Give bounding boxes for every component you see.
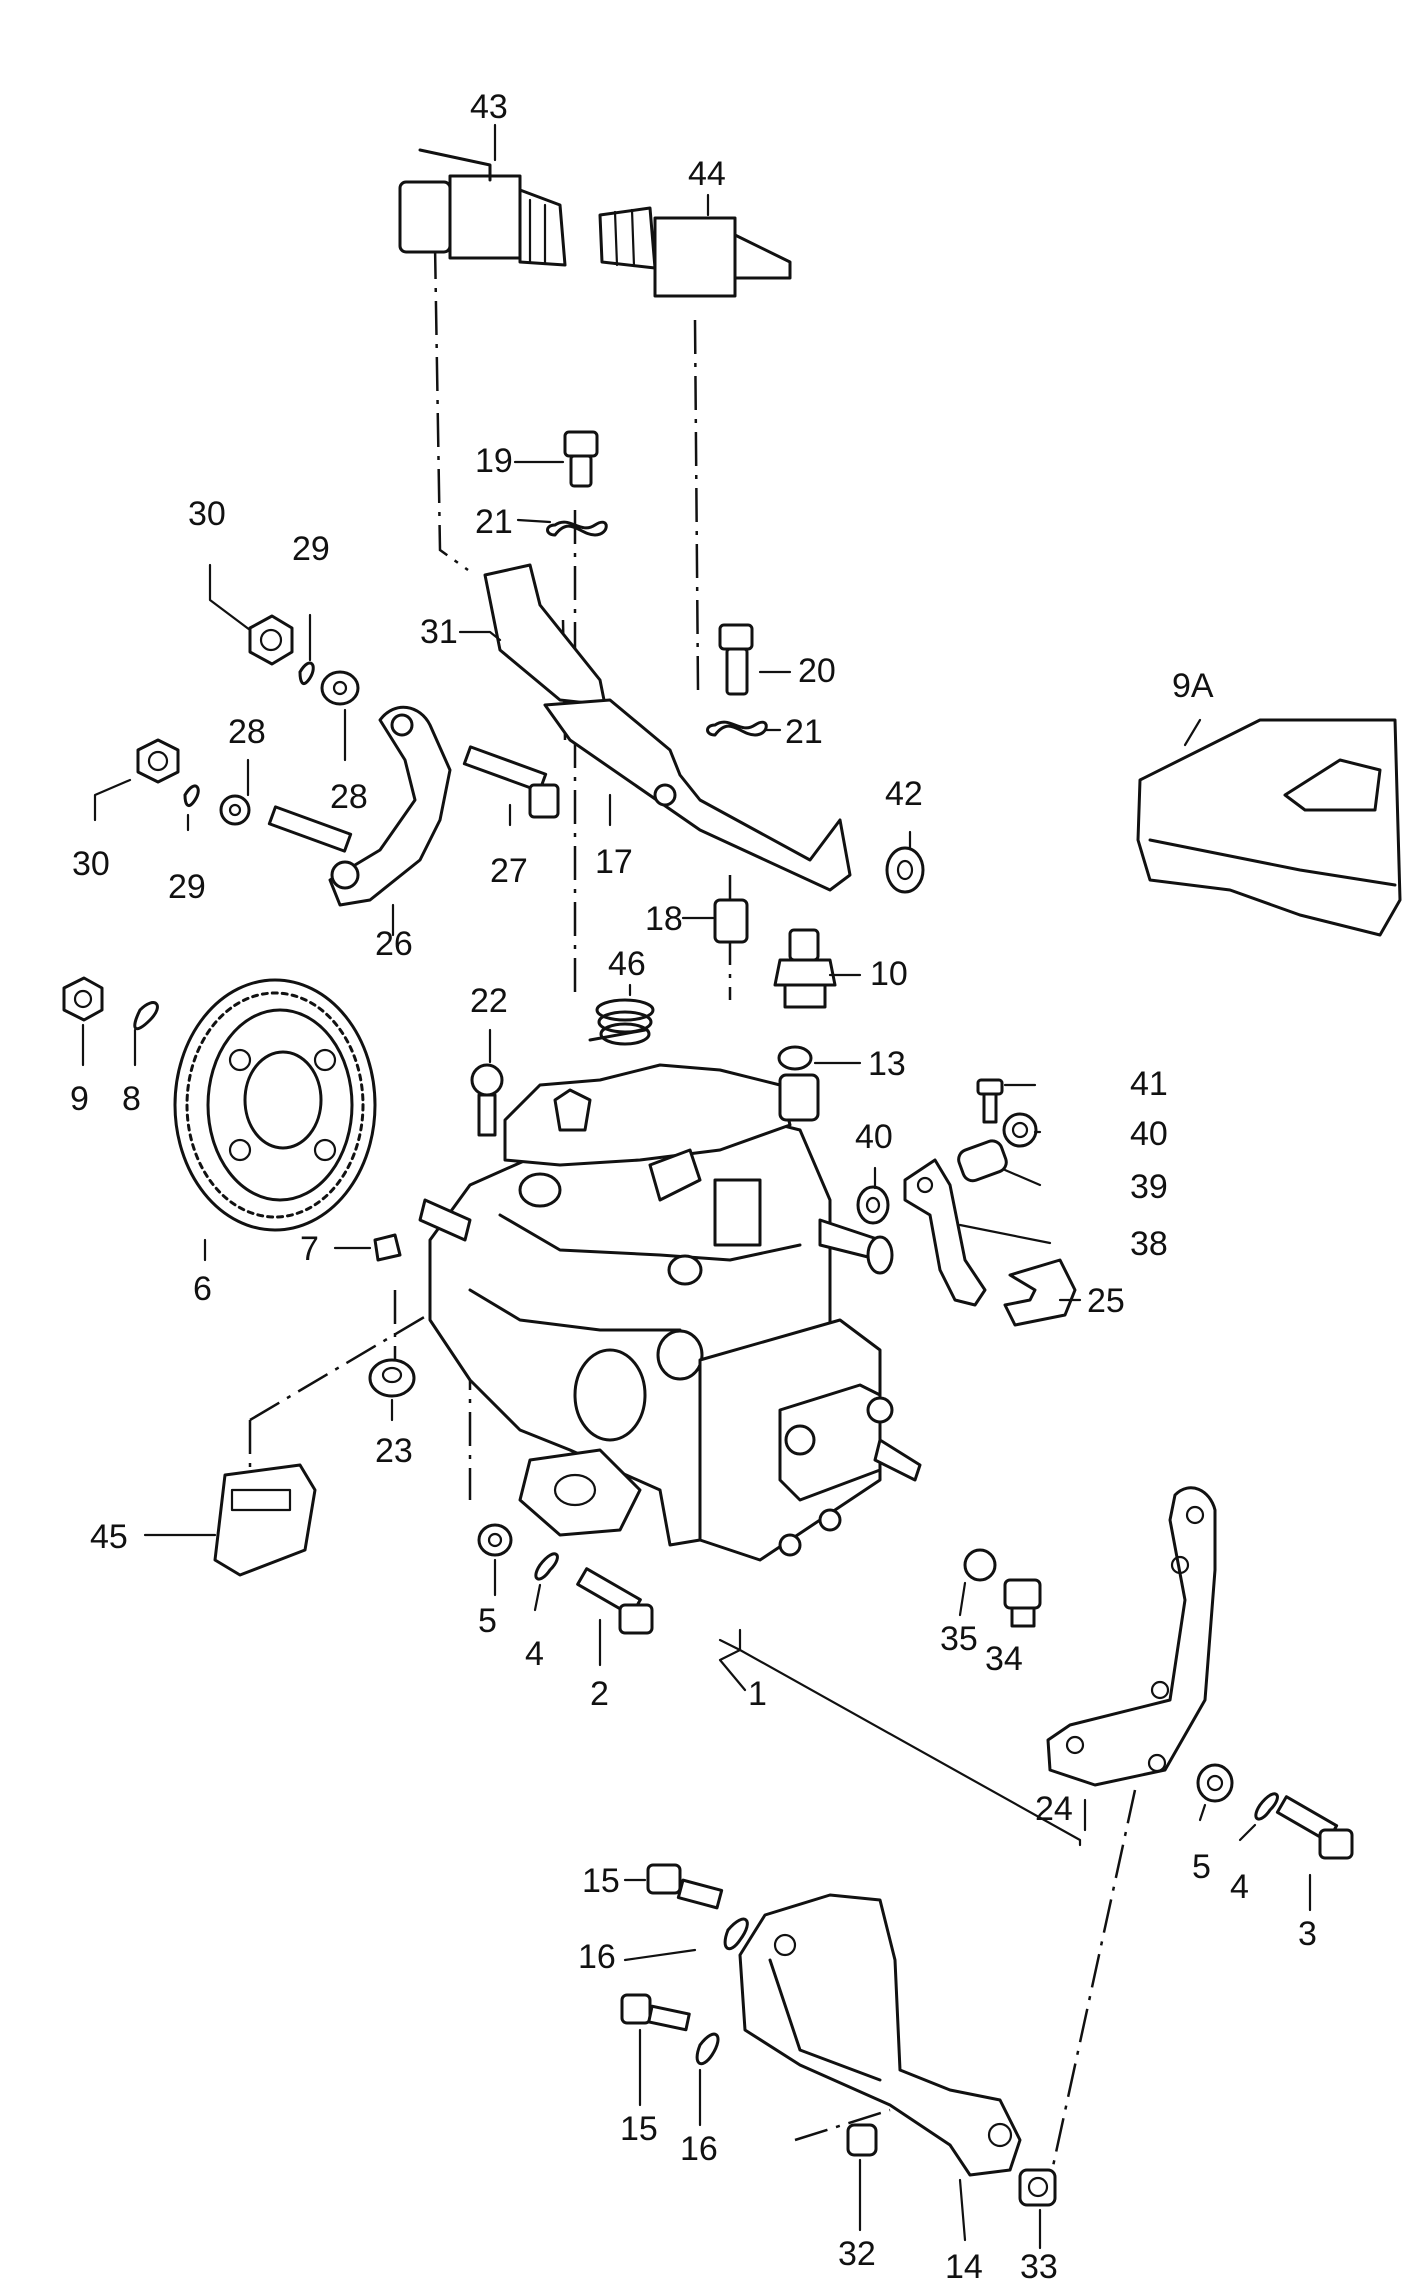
label-6: 6 bbox=[193, 1270, 212, 1308]
part-20-bolt bbox=[718, 623, 754, 696]
label-30: 30 bbox=[188, 495, 226, 533]
label-5: 5 bbox=[478, 1602, 497, 1640]
label-19: 19 bbox=[475, 442, 513, 480]
part-19-bolt bbox=[563, 430, 599, 488]
label-29: 29 bbox=[168, 868, 206, 906]
part-17-bracket bbox=[543, 698, 852, 892]
part-5-washer bbox=[477, 1523, 1234, 1803]
label-44: 44 bbox=[688, 155, 726, 193]
part-42-washer bbox=[885, 846, 925, 894]
label-29: 29 bbox=[292, 530, 330, 568]
part-6-sprocket bbox=[173, 978, 377, 1232]
label-27: 27 bbox=[490, 852, 528, 890]
label-45: 45 bbox=[90, 1518, 128, 1556]
label-4: 4 bbox=[525, 1635, 544, 1673]
label-20: 20 bbox=[798, 652, 836, 690]
part-16-clip bbox=[695, 1917, 749, 2066]
part-23-nut bbox=[368, 1358, 416, 1398]
part-10-switch bbox=[773, 928, 837, 1009]
part-7-key bbox=[373, 1233, 402, 1262]
part-28-washer bbox=[219, 670, 360, 826]
part-46-spring bbox=[588, 998, 655, 1046]
part-35-oring bbox=[963, 1548, 997, 1582]
part-9a-cover bbox=[1136, 718, 1402, 937]
label-16: 16 bbox=[680, 2130, 718, 2168]
label-5: 5 bbox=[1192, 1848, 1211, 1886]
part-32-nut bbox=[846, 2123, 878, 2157]
label-41: 41 bbox=[1130, 1065, 1168, 1103]
label-26: 26 bbox=[375, 925, 413, 963]
label-40: 40 bbox=[1130, 1115, 1168, 1153]
label-8: 8 bbox=[122, 1080, 141, 1118]
part-40-plug bbox=[856, 1112, 1038, 1225]
part-24-bracket bbox=[1046, 1486, 1217, 1787]
label-35: 35 bbox=[940, 1620, 978, 1658]
label-25: 25 bbox=[1087, 1282, 1125, 1320]
part-18-sleeve bbox=[713, 898, 749, 944]
part-14-bracket bbox=[738, 1893, 1022, 2177]
part-4-clip bbox=[534, 1552, 1279, 1821]
part-15-bolt bbox=[620, 1863, 724, 2032]
label-38: 38 bbox=[1130, 1225, 1168, 1263]
label-43: 43 bbox=[470, 88, 508, 126]
part-44-sensor bbox=[598, 206, 792, 298]
label-33: 33 bbox=[1020, 2248, 1058, 2284]
label-13: 13 bbox=[868, 1045, 906, 1083]
label-10: 10 bbox=[870, 955, 908, 993]
part-8-clip bbox=[133, 1001, 159, 1031]
label-1: 1 bbox=[748, 1675, 767, 1713]
part-27-bolt bbox=[462, 745, 560, 819]
label-40: 40 bbox=[855, 1118, 893, 1156]
label-17: 17 bbox=[595, 843, 633, 881]
label-28: 28 bbox=[330, 778, 368, 816]
label-18: 18 bbox=[645, 900, 683, 938]
part-25-clip bbox=[1003, 1258, 1077, 1327]
label-16: 16 bbox=[578, 1938, 616, 1976]
label-4: 4 bbox=[1230, 1868, 1249, 1906]
part-29-clip bbox=[183, 661, 315, 808]
part-3-bolt bbox=[1275, 1795, 1354, 1860]
part-38-lever bbox=[903, 1158, 987, 1307]
label-9a: 9A bbox=[1172, 667, 1214, 705]
part-1-injection-pump bbox=[418, 1063, 922, 1562]
callout-labels: 43 44 19 21 20 21 31 17 42 18 10 13 46 2… bbox=[70, 88, 1317, 2284]
part-21-clip bbox=[546, 520, 768, 737]
label-9: 9 bbox=[70, 1080, 89, 1118]
label-2: 2 bbox=[590, 1675, 609, 1713]
label-15: 15 bbox=[582, 1862, 620, 1900]
label-22: 22 bbox=[470, 982, 508, 1020]
part-39-sleeve bbox=[957, 1139, 1008, 1183]
part-33-sleeve bbox=[1018, 2168, 1057, 2207]
label-32: 32 bbox=[838, 2235, 876, 2273]
label-15: 15 bbox=[620, 2110, 658, 2148]
label-24: 24 bbox=[1035, 1790, 1073, 1828]
label-21: 21 bbox=[475, 503, 513, 541]
label-3: 3 bbox=[1298, 1915, 1317, 1953]
label-30: 30 bbox=[72, 845, 110, 883]
label-46: 46 bbox=[608, 945, 646, 983]
part-45-bracket bbox=[213, 1463, 317, 1577]
part-22-ball-stud bbox=[470, 1063, 504, 1137]
label-21: 21 bbox=[785, 713, 823, 751]
label-34: 34 bbox=[985, 1640, 1023, 1678]
part-2-bolt bbox=[576, 1567, 654, 1635]
part-34-bolt bbox=[1003, 1578, 1042, 1628]
part-9-nut bbox=[62, 976, 104, 1022]
leader-lines bbox=[81, 123, 1312, 2250]
part-43-sensor bbox=[398, 148, 567, 267]
label-39: 39 bbox=[1130, 1168, 1168, 1206]
label-42: 42 bbox=[885, 775, 923, 813]
part-41-screw bbox=[976, 1078, 1004, 1124]
part-26-bracket bbox=[267, 705, 452, 907]
label-28: 28 bbox=[228, 713, 266, 751]
label-14: 14 bbox=[945, 2248, 983, 2284]
label-31: 31 bbox=[420, 613, 458, 651]
label-23: 23 bbox=[375, 1432, 413, 1470]
label-7: 7 bbox=[300, 1230, 319, 1268]
part-13-washer bbox=[777, 1045, 813, 1071]
part-31-bracket bbox=[483, 563, 607, 707]
part-30-nut bbox=[136, 614, 294, 784]
